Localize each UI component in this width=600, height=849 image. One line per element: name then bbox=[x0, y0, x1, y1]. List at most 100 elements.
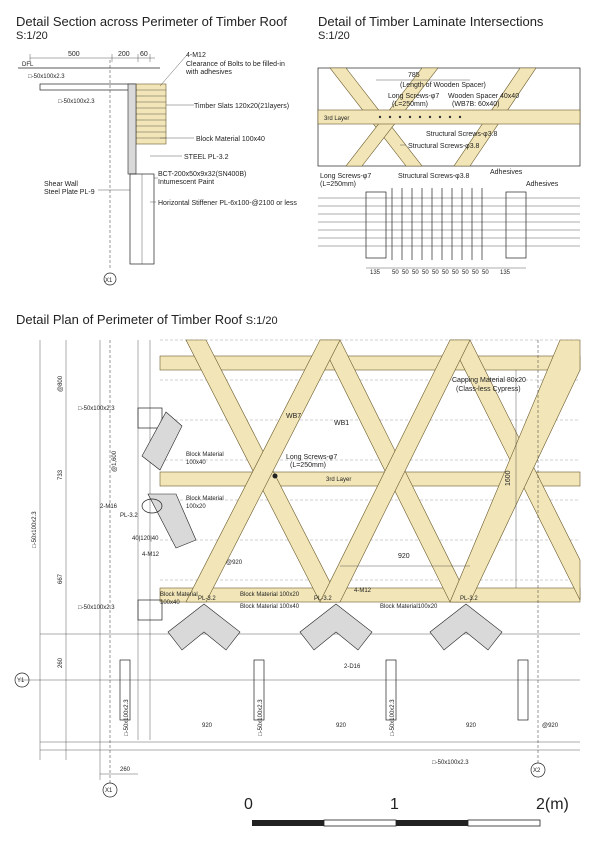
scale-bar bbox=[252, 819, 541, 827]
std-e: □-50x100x2.3 bbox=[258, 699, 264, 736]
d785-label: 785 bbox=[408, 72, 420, 79]
dim-60: 60 bbox=[140, 51, 148, 58]
layer3-label: 3rd Layer bbox=[324, 116, 349, 122]
laminate-detail: 3rd Layer 785 (Length of Wooden Spacer) … bbox=[317, 67, 581, 276]
lam-dim-0: 135 bbox=[370, 270, 381, 276]
pl32c: PL-3.2 bbox=[314, 596, 332, 602]
capping-2: (Class-less Cypress) bbox=[456, 386, 521, 393]
pl32b: PL-3.2 bbox=[198, 596, 216, 602]
d16-label: 2-D16 bbox=[344, 664, 361, 670]
lam-dim-2: 50 bbox=[402, 270, 409, 276]
block3b: 100x40 bbox=[160, 600, 180, 606]
section-scale: S:1/20 bbox=[16, 30, 48, 42]
lam-dim-6: 50 bbox=[442, 270, 449, 276]
long-screw-1: Long Screws-φ7 bbox=[388, 93, 439, 100]
struct-screw-1: Structural Screws-φ3.8 bbox=[426, 131, 498, 138]
lam-dim-8: 50 bbox=[462, 270, 469, 276]
spacer-label: Wooden Spacer 40x40 bbox=[448, 93, 519, 100]
block2b: 100x20 bbox=[186, 504, 206, 510]
block1b: 100x40 bbox=[186, 460, 206, 466]
x1-marker-top: X1 bbox=[105, 278, 113, 284]
shear-label-1: Shear Wall bbox=[44, 181, 78, 188]
b920-3: 920 bbox=[466, 723, 477, 729]
block5: Block Material 100x40 bbox=[240, 604, 300, 610]
d733-label: 733 bbox=[58, 469, 64, 480]
lam-dim-3: 50 bbox=[412, 270, 419, 276]
long-screw-2: Long Screws-φ7 bbox=[320, 173, 371, 180]
b920-2: 920 bbox=[336, 723, 347, 729]
plan-long-screw-b: (L=250mm) bbox=[290, 462, 326, 469]
laminate-title: Detail of Timber Laminate Intersections bbox=[318, 14, 544, 29]
scale-label-2: 2(m) bbox=[536, 796, 569, 813]
block-label: Block Material 100x40 bbox=[196, 136, 265, 143]
d1600-label: @1,600 bbox=[112, 450, 118, 472]
plan-long-screw: Long Screws-φ7 bbox=[286, 454, 337, 461]
wb1-label: WB1 bbox=[334, 420, 349, 427]
plan-detail: 3rd Layer WB7 WB1 Long Screws-φ7 (L=250m… bbox=[14, 339, 581, 798]
dfl-label: DFL bbox=[22, 62, 34, 68]
d260b-label: 260 bbox=[120, 767, 131, 773]
spacer-length: (Length of Wooden Spacer) bbox=[400, 82, 486, 89]
dim-500: 500 bbox=[68, 51, 80, 58]
plan-title: Detail Plan of Perimeter of Timber Roof … bbox=[16, 312, 278, 327]
block3a: Block Material bbox=[160, 592, 198, 598]
lam-dim-7: 50 bbox=[452, 270, 459, 276]
d260-label: 260 bbox=[58, 657, 64, 668]
lam-dim-4: 50 bbox=[422, 270, 429, 276]
paint-label: Intumescent Paint bbox=[158, 179, 214, 186]
capping-1: Capping Material 80x20 bbox=[452, 377, 526, 384]
lam-dim-9: 50 bbox=[472, 270, 479, 276]
std-c: □-50x100x2.3 bbox=[78, 605, 115, 611]
dim-200: 200 bbox=[118, 51, 130, 58]
block4: Block Material 100x20 bbox=[240, 592, 300, 598]
std-label-2: □-50x100x2.3 bbox=[58, 99, 95, 105]
block1a: Block Material bbox=[186, 452, 224, 458]
bct-label: BCT-200x50x9x32(SN400B) bbox=[158, 171, 246, 178]
slats-label: Timber Slats 120x20(21layers) bbox=[194, 103, 289, 110]
std-b: □-50x100x2.3 bbox=[78, 406, 115, 412]
d920b-label: 920 bbox=[398, 553, 410, 560]
pl32d: PL-3.2 bbox=[460, 596, 478, 602]
block6: Block Material100x20 bbox=[380, 604, 438, 610]
lam-dim-10: 50 bbox=[482, 270, 489, 276]
x1-marker: X1 bbox=[105, 788, 113, 794]
scale-label-0: 0 bbox=[244, 796, 253, 813]
at920: @920 bbox=[542, 723, 559, 729]
std-g: □-50x100x2.3 bbox=[432, 760, 469, 766]
x2-marker: X2 bbox=[533, 768, 541, 774]
d1600b-label: 1600 bbox=[505, 470, 512, 486]
y1-marker: Y1 bbox=[17, 678, 25, 684]
d667-label: 667 bbox=[58, 573, 64, 584]
clearance-2: with adhesives bbox=[185, 69, 232, 76]
section-title: Detail Section across Perimeter of Timbe… bbox=[16, 14, 287, 29]
b920-1: 920 bbox=[202, 723, 213, 729]
m12a-label: 4-M12 bbox=[142, 552, 160, 558]
adhesives-2: Adhesives bbox=[526, 181, 559, 188]
plan-layer3: 3rd Layer bbox=[326, 477, 351, 483]
d920a-label: @920 bbox=[226, 560, 243, 566]
pl32-label: PL-3.2 bbox=[120, 513, 138, 519]
clearance-1: Clearance of Bolts to be filled-in bbox=[186, 61, 285, 68]
std-d: □-50x100x2.3 bbox=[124, 699, 130, 736]
long-screw-2b: (L=250mm) bbox=[320, 181, 356, 188]
long-screw-1b: (L=250mm) bbox=[392, 101, 428, 108]
m16-label: 2-M16 bbox=[100, 504, 118, 510]
laminate-scale: S:1/20 bbox=[318, 30, 350, 42]
spacer-b: (WB7B: 60x40) bbox=[452, 101, 499, 108]
struct-screw-3: Structural Screws-φ3.8 bbox=[398, 173, 470, 180]
d800-label: @800 bbox=[58, 375, 64, 392]
d12040-label: 40|120|40 bbox=[132, 536, 159, 542]
std-a: □-50x100x2.3 bbox=[32, 511, 38, 548]
bolt-label: 4-M12 bbox=[186, 52, 206, 59]
wb7-label: WB7 bbox=[286, 413, 301, 420]
stiffener-label: Horizontal Stiffener PL-6x100-@2100 or l… bbox=[158, 200, 297, 207]
block2a: Block Material bbox=[186, 496, 224, 502]
steel-label: STEEL PL-3.2 bbox=[184, 154, 229, 161]
section-detail: 500 200 60 DFL □-50x100x2.3 □-50x100x2.3… bbox=[18, 51, 297, 286]
std-f: □-50x100x2.3 bbox=[390, 699, 396, 736]
adhesives-1: Adhesives bbox=[490, 169, 523, 176]
shear-label-2: Steel Plate PL-9 bbox=[44, 189, 95, 196]
m12b: 4-M12 bbox=[354, 588, 372, 594]
scale-label-1: 1 bbox=[390, 796, 399, 813]
